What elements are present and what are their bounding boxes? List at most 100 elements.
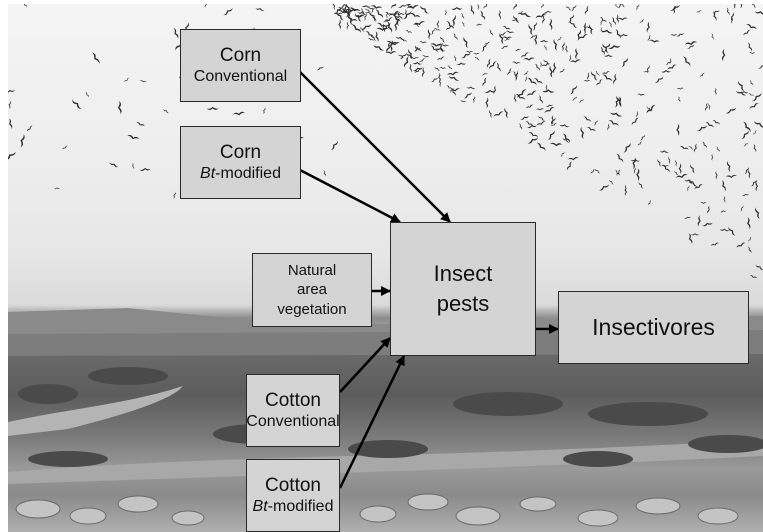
bat-silhouette bbox=[536, 108, 544, 111]
bat-silhouette bbox=[540, 40, 549, 43]
bat-silhouette bbox=[540, 4, 545, 9]
bat-silhouette bbox=[689, 164, 696, 174]
bat-silhouette bbox=[639, 19, 645, 25]
node-cotton-conventional-subtitle: Conventional bbox=[246, 412, 339, 431]
bat-silhouette bbox=[749, 102, 760, 110]
bat-silhouette bbox=[412, 62, 422, 65]
bat-silhouette bbox=[686, 185, 690, 191]
node-natural-area-vegetation: Natural area vegetation bbox=[252, 253, 372, 327]
bat-silhouette bbox=[520, 115, 529, 121]
bat-silhouette bbox=[483, 4, 490, 10]
bat-silhouette bbox=[590, 70, 599, 81]
bat-silhouette bbox=[452, 33, 458, 41]
bat-silhouette bbox=[617, 17, 628, 20]
bat-silhouette bbox=[749, 80, 754, 87]
node-natural-area-line-1: Natural bbox=[288, 261, 336, 281]
bat-silhouette bbox=[654, 75, 664, 83]
node-corn-conventional-subtitle: Conventional bbox=[194, 67, 287, 86]
rocks bbox=[16, 494, 738, 526]
bat-silhouette bbox=[541, 62, 551, 67]
bat-silhouette bbox=[607, 123, 611, 131]
bat-silhouette bbox=[726, 161, 732, 173]
bat-silhouette bbox=[460, 13, 464, 20]
bat-silhouette bbox=[596, 78, 604, 86]
bat-silhouette bbox=[613, 73, 618, 85]
bat-silhouette bbox=[136, 122, 145, 128]
bat-silhouette bbox=[711, 154, 713, 161]
bat-silhouette bbox=[609, 179, 615, 185]
bat-silhouette bbox=[631, 117, 640, 126]
bat-silhouette bbox=[71, 98, 83, 110]
bat-silhouette bbox=[586, 126, 596, 133]
bat-silhouette bbox=[561, 42, 565, 52]
bat-silhouette bbox=[755, 264, 763, 271]
bat-silhouette bbox=[412, 66, 423, 72]
bat-silhouette bbox=[696, 10, 702, 14]
bat-silhouette bbox=[665, 60, 671, 65]
node-cotton-conventional: Cotton Conventional bbox=[246, 374, 340, 447]
bat-silhouette bbox=[502, 25, 511, 31]
node-insect-pests: Insect pests bbox=[390, 222, 536, 356]
bat-silhouette bbox=[504, 107, 510, 118]
bat-silhouette bbox=[753, 144, 757, 153]
bat-silhouette bbox=[493, 110, 504, 118]
bat-silhouette bbox=[638, 181, 644, 189]
bat-silhouette bbox=[512, 14, 520, 23]
node-cotton-bt: Cotton Bt-modified bbox=[246, 459, 340, 532]
bat-silhouette bbox=[670, 34, 677, 36]
bat-silhouette bbox=[587, 72, 590, 80]
bat-silhouette bbox=[727, 226, 736, 236]
bat-silhouette bbox=[255, 7, 264, 11]
bat-silhouette bbox=[373, 43, 385, 51]
bat-silhouette bbox=[542, 89, 555, 93]
bat-silhouette bbox=[755, 181, 758, 191]
bat-silhouette bbox=[422, 55, 430, 58]
bat-silhouette bbox=[754, 10, 763, 15]
node-cotton-conventional-title: Cotton bbox=[265, 390, 321, 413]
bat-silhouette bbox=[570, 59, 581, 64]
bat-silhouette bbox=[708, 103, 711, 110]
bat-silhouette bbox=[682, 55, 692, 67]
bat-silhouette bbox=[749, 52, 756, 54]
bat-silhouette bbox=[532, 21, 538, 31]
bat-silhouette bbox=[645, 104, 656, 115]
bat-silhouette bbox=[402, 10, 413, 21]
bat-silhouette bbox=[346, 22, 349, 30]
node-corn-bt-title: Corn bbox=[220, 142, 261, 165]
bat-silhouette bbox=[502, 36, 512, 39]
bat-silhouette bbox=[401, 38, 408, 42]
bat-silhouette bbox=[469, 4, 475, 15]
bat-silhouette bbox=[569, 55, 572, 62]
bat-silhouette bbox=[659, 150, 669, 153]
bat-silhouette bbox=[707, 205, 711, 214]
bat-silhouette bbox=[506, 30, 515, 34]
bat-silhouette bbox=[747, 42, 753, 52]
bat-silhouette bbox=[543, 44, 548, 50]
bat-silhouette bbox=[635, 4, 640, 10]
bat-silhouette bbox=[553, 62, 557, 74]
bat-silhouette bbox=[676, 124, 679, 136]
bat-silhouette bbox=[594, 168, 601, 174]
bat-silhouette bbox=[8, 118, 13, 129]
node-corn-bt-subtitle-rest: -modified bbox=[215, 165, 281, 182]
bat-silhouette bbox=[742, 193, 750, 196]
bat-silhouette bbox=[448, 75, 460, 82]
bat-silhouette bbox=[730, 12, 735, 23]
bat-silhouette bbox=[715, 171, 718, 180]
bat-silhouette bbox=[472, 96, 475, 104]
bat-silhouette bbox=[403, 56, 411, 69]
bat-silhouette bbox=[611, 17, 617, 26]
node-cotton-bt-title: Cotton bbox=[265, 475, 321, 498]
bat-silhouette bbox=[753, 120, 763, 129]
bat-silhouette bbox=[743, 29, 752, 37]
bat-swarm bbox=[8, 4, 763, 279]
bat-silhouette bbox=[586, 25, 594, 30]
bat-silhouette bbox=[566, 161, 573, 171]
bat-silhouette bbox=[599, 19, 603, 26]
bat-silhouette bbox=[439, 36, 446, 43]
bat-silhouette bbox=[511, 19, 519, 22]
bat-silhouette bbox=[454, 55, 457, 62]
bat-silhouette bbox=[405, 29, 413, 34]
bat-silhouette bbox=[637, 93, 645, 96]
bat-silhouette bbox=[691, 233, 700, 235]
